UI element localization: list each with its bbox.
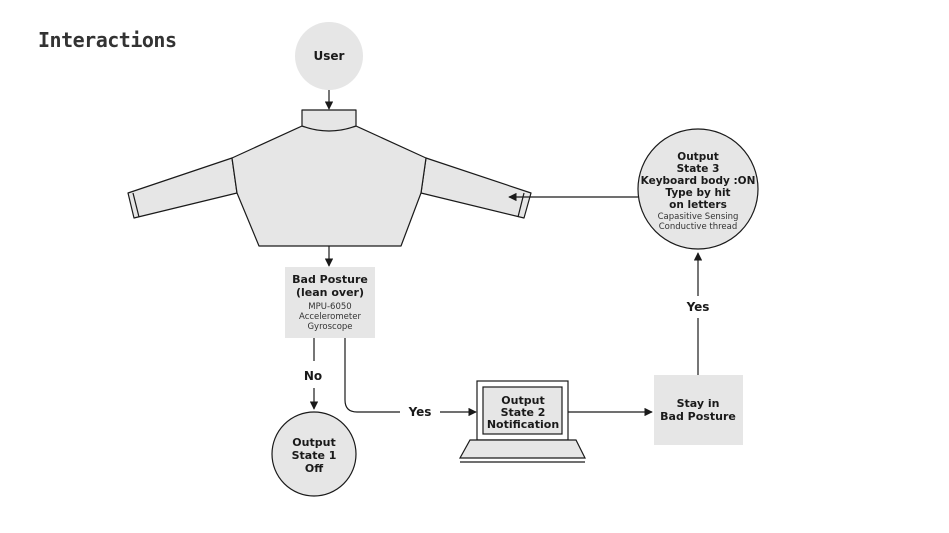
- sweater-illustration: [127, 109, 532, 247]
- edge-label-no: No: [304, 369, 322, 383]
- stay-line-2: Bad Posture: [660, 410, 736, 423]
- stay-bad-posture-node: Stay in Bad Posture: [654, 375, 743, 445]
- output3-sub-2: Conductive thread: [659, 222, 738, 232]
- user-node: User: [295, 22, 363, 90]
- output2-line-1: Output: [501, 394, 544, 407]
- laptop-output-state-2: Output State 2 Notification: [458, 380, 586, 463]
- output1-line-1: Output: [292, 436, 335, 449]
- output2-line-2: State 2: [501, 406, 546, 419]
- output1-line-2: State 1: [292, 449, 337, 462]
- output-state-3-node: Output State 3 Keyboard body :ON Type by…: [637, 128, 759, 250]
- sweater-right-sleeve: [420, 157, 532, 219]
- sweater-body: [231, 125, 427, 247]
- output3-line-4: Type by hit: [665, 187, 730, 199]
- output1-line-3: Off: [305, 462, 323, 475]
- bad-posture-node: Bad Posture (lean over) MPU-6050 Acceler…: [285, 267, 375, 338]
- user-label: User: [314, 49, 345, 63]
- edge-label-yes-1: Yes: [408, 405, 432, 419]
- output-state-1-node: Output State 1 Off: [271, 411, 357, 497]
- output2-line-3: Notification: [487, 418, 559, 431]
- bad-posture-sub-3: Gyroscope: [307, 322, 352, 332]
- laptop-base: [458, 439, 586, 459]
- stay-line-1: Stay in: [677, 397, 720, 410]
- output3-sub-1: Capasitive Sensing: [658, 212, 739, 222]
- bad-posture-sub-1: MPU-6050: [308, 302, 351, 312]
- sweater-left-sleeve: [127, 157, 238, 219]
- edge-label-yes-2: Yes: [686, 300, 710, 314]
- output3-line-2: State 3: [677, 163, 720, 175]
- bad-posture-line-1: Bad Posture: [292, 273, 368, 286]
- page-title: Interactions: [38, 28, 177, 52]
- output3-line-3: Keyboard body :ON: [641, 175, 756, 187]
- output3-line-1: Output: [677, 151, 718, 163]
- edge-yes-to-output2: [344, 338, 400, 413]
- bad-posture-line-2: (lean over): [296, 286, 364, 299]
- bad-posture-sub-2: Accelerometer: [299, 312, 361, 322]
- output3-line-5: on letters: [669, 199, 727, 211]
- sweater-collar: [301, 109, 357, 132]
